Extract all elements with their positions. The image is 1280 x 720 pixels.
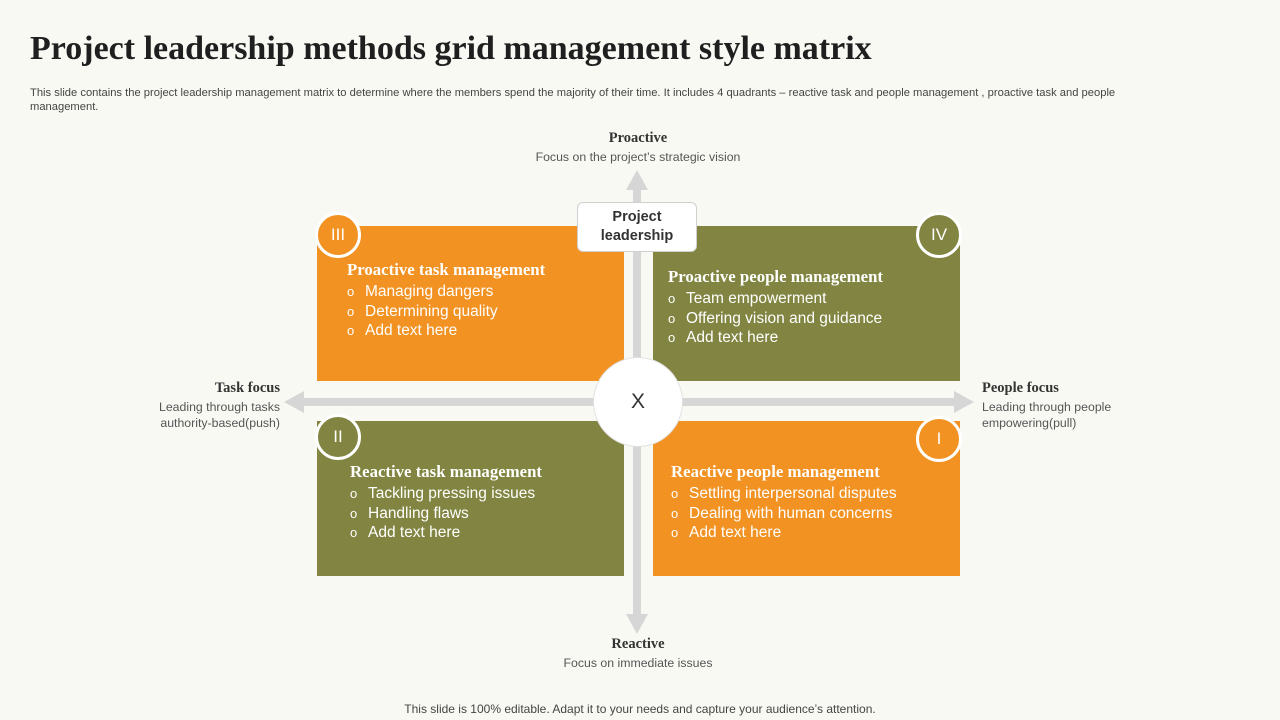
bullet-icon: o [350, 505, 358, 521]
list-item: o Add text here [350, 523, 624, 543]
center-x-circle: X [593, 357, 683, 447]
list-item-text: Settling interpersonal disputes [689, 485, 897, 502]
project-leadership-line1: Project [612, 209, 662, 225]
list-item-text: Add text here [365, 322, 458, 339]
axis-bottom-title: Reactive [611, 636, 665, 652]
list-item: o Dealing with human concerns [671, 504, 960, 524]
bullet-icon: o [347, 303, 355, 319]
list-item-text: Dealing with human concerns [689, 504, 893, 522]
quadrant-title: Proactive task management [347, 260, 546, 279]
arrow-left-icon [284, 391, 304, 413]
list-item-text: Add text here [689, 524, 782, 541]
axis-left-title: Task focus [214, 380, 280, 396]
list-item-text: Handling flaws [368, 504, 469, 522]
badge-iv: IV [916, 212, 962, 258]
list-item: o Handling flaws [350, 504, 624, 524]
bullet-icon: o [671, 505, 679, 521]
bullet-icon: o [350, 486, 358, 501]
quadrant-title: Proactive people management [668, 267, 884, 286]
axis-right-line2: empowering(pull) [982, 416, 1077, 430]
quadrant-proactive-task: Proactive task management o Managing dang… [317, 226, 624, 381]
slide-description: This slide contains the project leadersh… [30, 87, 1116, 113]
axis-bottom-label: Reactive Focus on immediate issues [488, 636, 788, 671]
quadrant-title: Reactive task management [350, 462, 543, 481]
list-item: o Tackling pressing issues [350, 484, 624, 504]
list-item-text: Add text here [368, 524, 461, 541]
quadrant-reactive-people: Reactive people management o Settling int… [653, 421, 960, 576]
list-item-text: Add text here [686, 329, 779, 346]
axis-right-line1: Leading through people [982, 400, 1112, 414]
axis-left-line1: Leading through tasks [158, 400, 280, 414]
bullet-icon: o [668, 291, 676, 306]
quadrant-proactive-people: Proactive people management o Team empowe… [653, 226, 960, 381]
axis-top-label: Proactive Focus on the project’s strateg… [488, 130, 788, 165]
project-leadership-line2: leadership [600, 228, 674, 244]
axis-top-subtitle: Focus on the project’s strategic vision [535, 150, 741, 164]
axis-top-title: Proactive [608, 130, 668, 146]
badge-iii: III [315, 212, 361, 258]
arrow-right-icon [954, 391, 974, 413]
list-item: o Add text here [668, 328, 960, 348]
list-item: o Determining quality [347, 302, 624, 322]
bullet-icon: o [350, 525, 358, 540]
bullet-icon: o [347, 284, 355, 299]
list-item: o Managing dangers [347, 282, 624, 302]
axis-bottom-subtitle: Focus on immediate issues [563, 656, 713, 670]
axis-right-title: People focus [982, 380, 1059, 396]
list-item-text: Offering vision and guidance [686, 309, 883, 327]
project-leadership-box: Project leadership [577, 202, 697, 252]
list-item: o Team empowerment [668, 289, 960, 309]
page-title: Project leadership methods grid manageme… [30, 30, 872, 67]
list-item: o Add text here [671, 523, 960, 543]
quadrant-title: Reactive people management [671, 462, 880, 481]
list-item: o Offering vision and guidance [668, 309, 960, 329]
list-item-text: Managing dangers [365, 283, 494, 300]
bullet-icon: o [671, 525, 679, 540]
bullet-icon: o [668, 310, 676, 326]
list-item-text: Determining quality [365, 302, 498, 320]
bullet-icon: o [671, 486, 679, 501]
bullet-icon: o [668, 330, 676, 345]
quadrant-reactive-task: Reactive task management o Tackling press… [317, 421, 624, 576]
list-item-text: Tackling pressing issues [368, 485, 536, 502]
arrow-up-icon [626, 170, 648, 190]
footer-note: This slide is 100% editable. Adapt it to… [404, 702, 876, 716]
axis-right-label: People focus Leading through people empo… [982, 380, 1182, 431]
bullet-icon: o [347, 323, 355, 338]
list-item-text: Team empowerment [686, 290, 827, 307]
list-item: o Settling interpersonal disputes [671, 484, 960, 504]
arrow-down-icon [626, 614, 648, 634]
axis-left-label: Task focus Leading through tasks authori… [100, 380, 280, 431]
axis-left-line2: authority-based(push) [160, 416, 280, 430]
list-item: o Add text here [347, 321, 624, 341]
badge-i: I [916, 416, 962, 462]
badge-ii: II [315, 414, 361, 460]
